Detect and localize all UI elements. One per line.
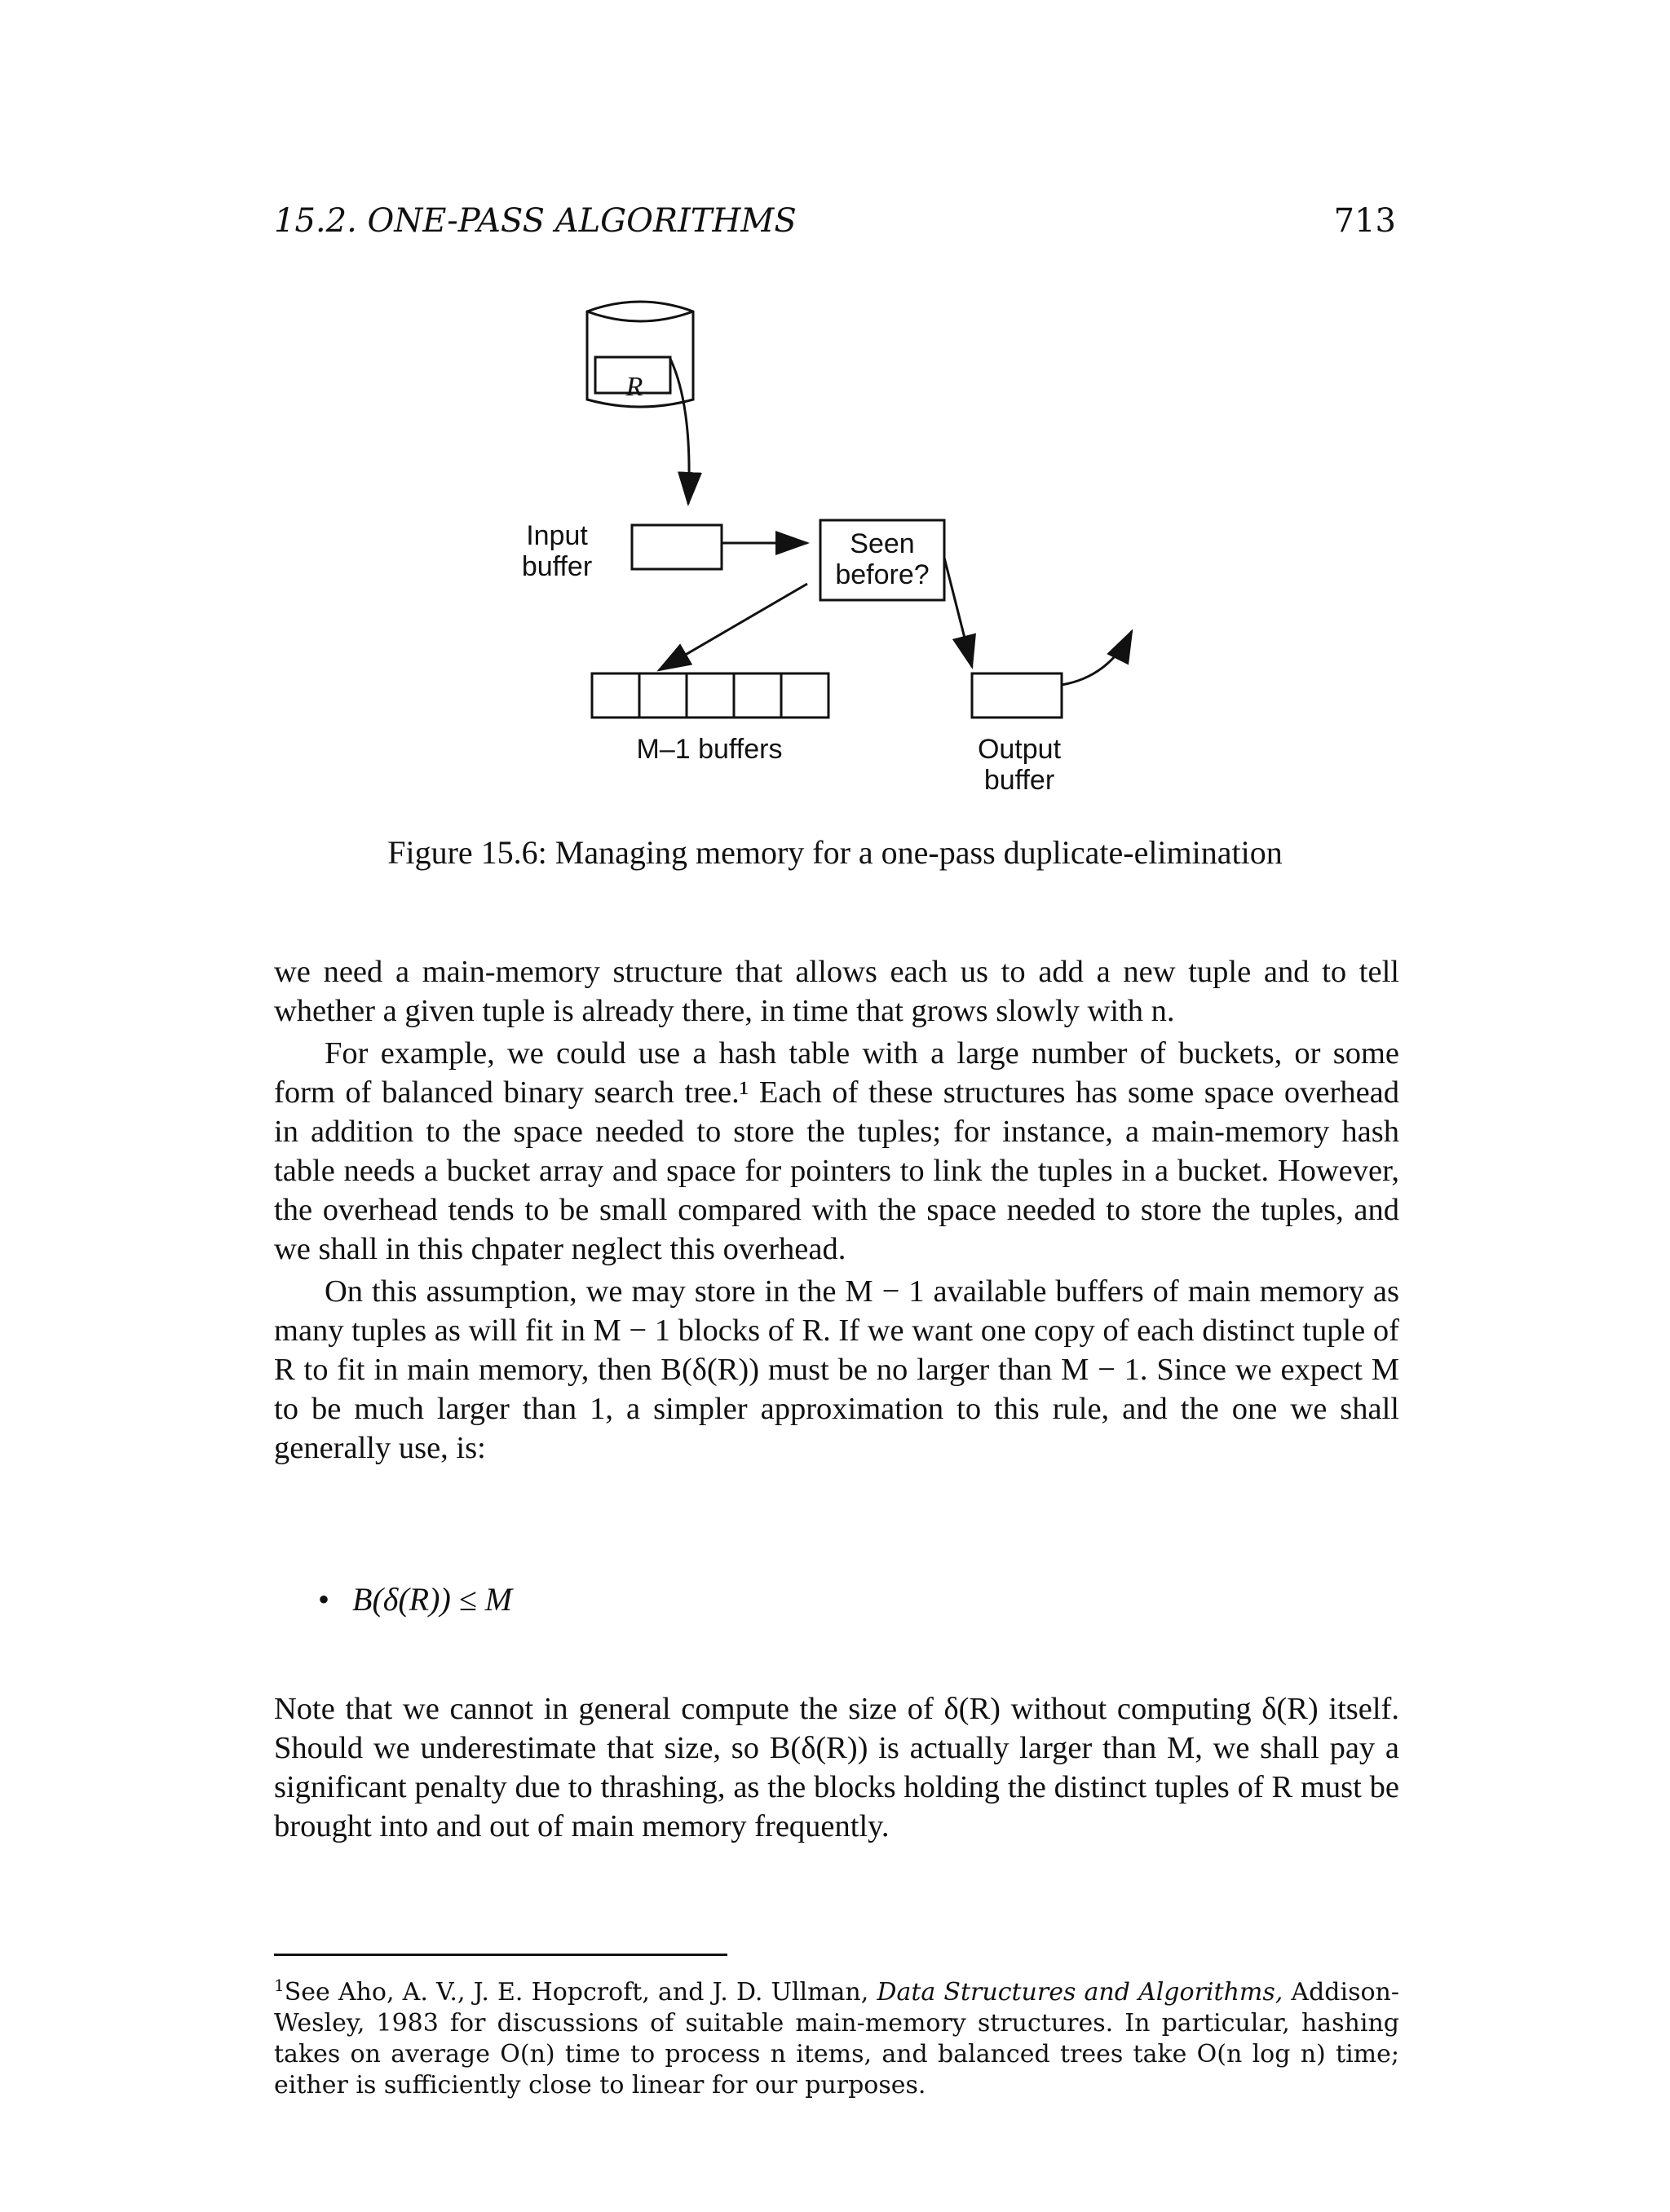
paragraph: we need a main-memory structure that all… <box>274 955 1399 1028</box>
footnote-text-after: Addison-Wesley, 1983 for discussions of … <box>274 1978 1399 2099</box>
figure-caption: Figure 15.6: Managing memory for a one-p… <box>387 834 1283 871</box>
figure-15-6: R Input buffer Seen before? M–1 buffers … <box>457 294 1191 815</box>
bullet-formula: • B(δ(R)) ≤ M <box>318 1580 512 1618</box>
output-arrow <box>943 557 976 669</box>
formula: B(δ(R)) ≤ M <box>352 1581 513 1618</box>
input-buffer-box <box>630 523 723 571</box>
paragraph: For example, we could use a hash table w… <box>274 1036 1399 1266</box>
m-minus-1-buffers <box>590 672 830 719</box>
store-arrow <box>656 582 808 672</box>
footnote-title: Data Structures and Algorithms, <box>877 1978 1283 2007</box>
running-header: 15.2. ONE-PASS ALGORITHMS 713 <box>274 202 1396 251</box>
section-title: 15.2. ONE-PASS ALGORITHMS <box>274 202 797 240</box>
disk-label: R <box>625 372 643 402</box>
footnote: 1See Aho, A. V., J. E. Hopcroft, and J. … <box>274 1970 1399 2101</box>
footnote-text-before: See Aho, A. V., J. E. Hopcroft, and J. D… <box>284 1978 877 2007</box>
seen-before-label: Seen before? <box>835 528 930 590</box>
buffer-diagram <box>585 300 1133 719</box>
output-buffer-label: Output buffer <box>977 734 1062 796</box>
footnote-rule <box>274 1954 727 1956</box>
page-number: 713 <box>1333 202 1396 240</box>
emit-arrow <box>1061 629 1133 687</box>
bullet-dot: • <box>318 1581 330 1618</box>
m-minus-1-buffers-label: M–1 buffers <box>636 734 783 765</box>
paragraph: On this assumption, we may store in the … <box>274 1274 1399 1465</box>
output-buffer-box <box>970 672 1063 719</box>
note-text: Note that we cannot in general compute t… <box>274 1689 1399 1846</box>
input-buffer-label: Input buffer <box>521 520 593 582</box>
paragraph: Note that we cannot in general compute t… <box>274 1692 1399 1843</box>
disk-cylinder-icon <box>585 300 695 408</box>
read-arrow <box>669 358 702 506</box>
body-text: we need a main-memory structure that all… <box>274 952 1399 1468</box>
footnote-marker: 1 <box>274 1976 285 1995</box>
